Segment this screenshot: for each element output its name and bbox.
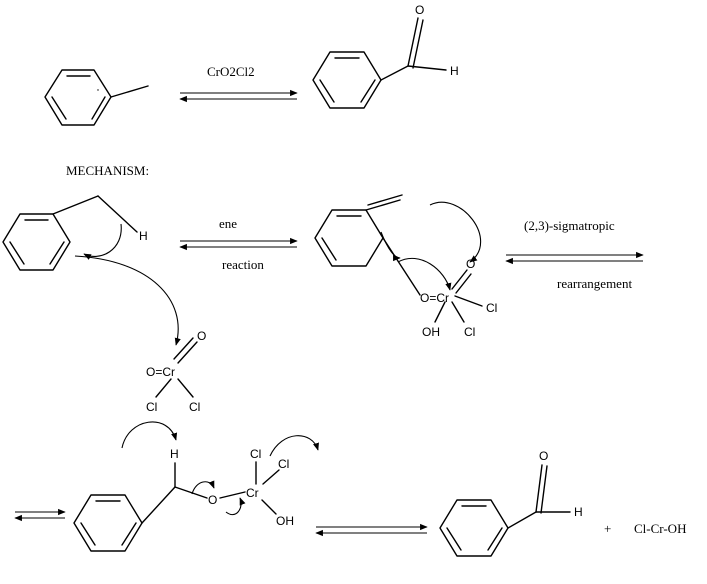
arrow-label-sigmatropic: (2,3)-sigmatropic [524, 218, 615, 233]
ester-chlorine-2: Cl [278, 457, 289, 471]
aldehyde-oxygen: O [415, 3, 424, 17]
equilibrium-arrow-bottom [315, 523, 428, 537]
curved-arrow-oxygen [397, 257, 452, 291]
ene-reaction-arrow: ene reaction [179, 216, 298, 272]
equilibrium-arrow-top: CrO2Cl2 [179, 64, 298, 103]
curved-arrow-ch-bond [83, 223, 122, 260]
arrow-label-ene: ene [219, 216, 237, 231]
aldehyde-hydrogen: H [450, 64, 459, 78]
adduct-chlorine-1: Cl [486, 301, 497, 315]
byproduct-cl-cr-oh: Cl-Cr-OH [634, 521, 686, 536]
final-oxygen: O [539, 449, 548, 463]
chromyl-chloride-reagent: O=Cr O Cl Cl [146, 329, 206, 414]
mechanism-title: MECHANISM: [66, 163, 149, 178]
equilibrium-arrow-left [14, 508, 66, 522]
adduct-hydroxyl: OH [422, 325, 440, 339]
chlorine-2: Cl [189, 400, 200, 414]
benzylic-hydrogen: H [139, 229, 148, 243]
final-hydrogen: H [574, 505, 583, 519]
cr-oxygen: O [197, 329, 206, 343]
plus-sign: + [604, 521, 611, 536]
curved-arrow-to-cr [74, 255, 181, 346]
sigmatropic-arrow: (2,3)-sigmatropic rearrangement [505, 218, 644, 291]
ester-hydrogen: H [170, 447, 179, 461]
curved-arrow-alkene [429, 201, 482, 263]
adduct-oxygen: O [466, 257, 475, 271]
ester-chromium: Cr [246, 486, 259, 500]
arrow-label-rearrangement: rearrangement [557, 276, 632, 291]
final-benzaldehyde: O H [439, 449, 583, 557]
toluene-start: H [2, 195, 181, 346]
chromate-ester: H O Cr Cl Cl OH [73, 421, 319, 552]
ester-oxygen: O [208, 493, 217, 507]
curved-arrow-ring [380, 231, 401, 262]
reagent-cro2cl2: CrO2Cl2 [207, 64, 255, 79]
curved-arrow-co [191, 480, 215, 495]
adduct-chlorine-2: Cl [464, 325, 475, 339]
arrow-label-reaction: reaction [222, 257, 264, 272]
chlorine-1: Cl [146, 400, 157, 414]
toluene-structure [44, 69, 149, 126]
benzaldehyde-product: O H [312, 3, 459, 109]
o-eq-cr-label: O=Cr [146, 365, 175, 379]
curved-arrow-ocr [225, 497, 246, 516]
ene-adduct: O=Cr O Cl OH Cl [314, 194, 497, 339]
curved-arrow-chloride-leave [269, 435, 319, 457]
adduct-o-eq-cr: O=Cr [420, 291, 449, 305]
curved-arrow-h-abstraction [121, 421, 178, 449]
ester-chlorine-1: Cl [250, 447, 261, 461]
ester-hydroxyl: OH [276, 514, 294, 528]
